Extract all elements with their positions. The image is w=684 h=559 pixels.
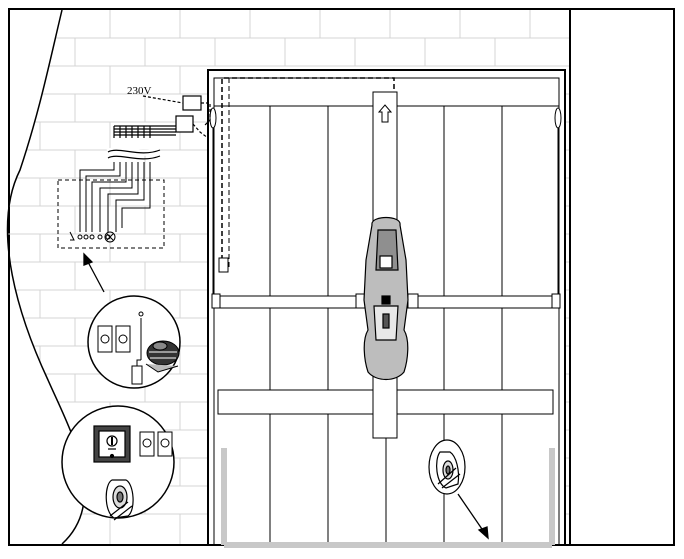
terminal-block [57, 162, 165, 249]
switch-icon [97, 325, 131, 353]
rail-block-right [407, 293, 419, 309]
limit-switch [218, 257, 229, 273]
detail-circle-controls [87, 295, 181, 389]
motor-unit-icon [145, 340, 180, 373]
door-latch-left [211, 293, 221, 309]
voltage-label: 230V [127, 85, 152, 97]
door-latch-right [551, 293, 561, 309]
floor-seal-strip [221, 448, 555, 548]
antenna-icon [131, 311, 144, 385]
cable-bundle [106, 125, 176, 160]
photocell-icon [105, 479, 134, 521]
side-pulley-left [209, 107, 217, 294]
side-pulley-right [554, 107, 562, 294]
wiring-boxes [142, 95, 211, 139]
connector-icon [139, 431, 173, 457]
cable-route [221, 77, 395, 268]
operator-motor [363, 216, 409, 381]
door-photocell-icon [428, 439, 466, 495]
pointer-arrow [83, 252, 105, 293]
detail-circle-accessories [61, 405, 175, 521]
door-photocell-arrow [457, 493, 489, 540]
key-switch-icon [93, 425, 131, 463]
